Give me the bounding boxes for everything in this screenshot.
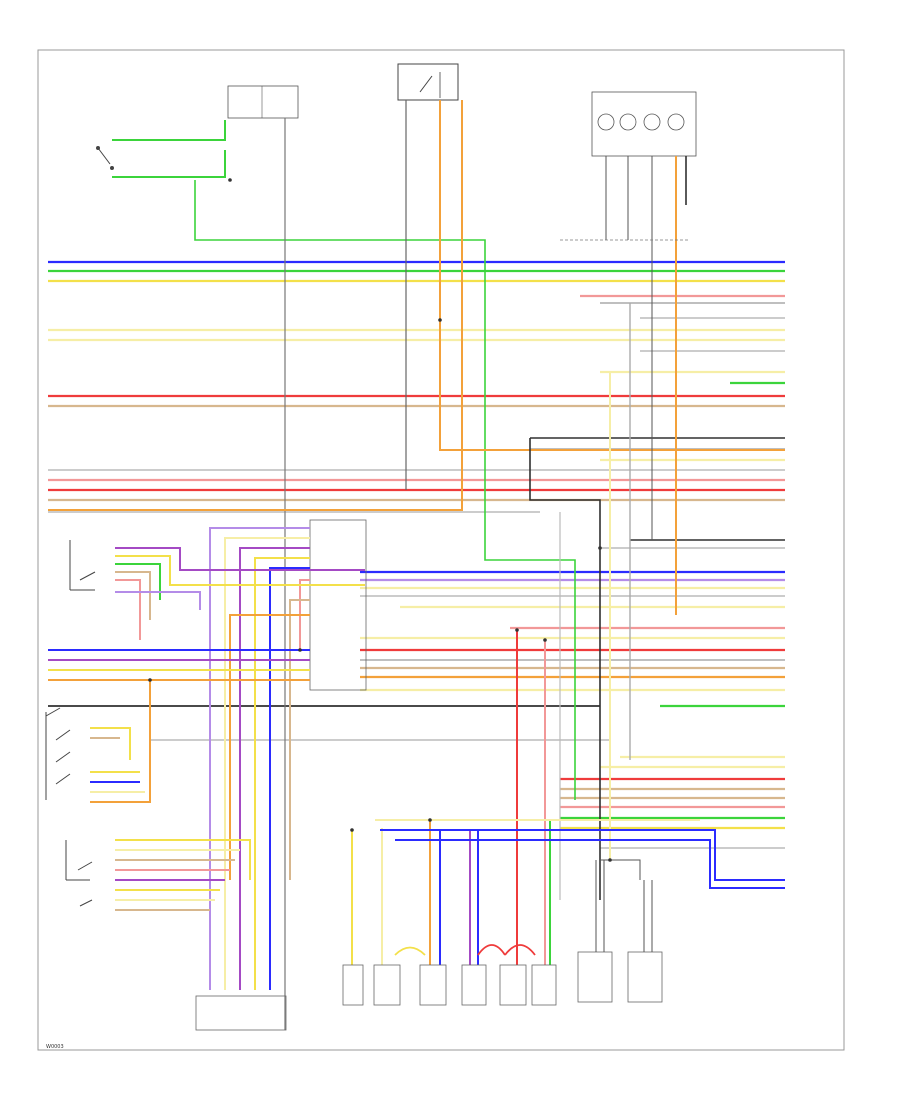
switch-box-top-center bbox=[397, 63, 459, 101]
sensor-4 bbox=[461, 964, 487, 1006]
harness-wires bbox=[48, 260, 785, 849]
sensor-3 bbox=[419, 964, 447, 1006]
diagram-border bbox=[37, 49, 845, 1051]
wire-orange-center-a bbox=[439, 100, 785, 451]
control-unit-wires bbox=[209, 527, 310, 990]
bottom-sensors bbox=[342, 951, 663, 1006]
switch-left-lower bbox=[65, 840, 93, 907]
sensor-1 bbox=[342, 964, 364, 1006]
junction-dots bbox=[148, 178, 612, 862]
sensor-7 bbox=[577, 951, 613, 1003]
switch-left-upper bbox=[69, 540, 96, 591]
wire-green-long bbox=[194, 180, 576, 800]
sensor-link-yellow bbox=[394, 946, 426, 956]
sensor-link-red-2 bbox=[504, 944, 536, 956]
left-mid-bus bbox=[48, 649, 310, 681]
left-middle-wires bbox=[90, 680, 151, 803]
wire-green-top bbox=[112, 120, 226, 141]
right-bottom-connectors bbox=[595, 859, 653, 952]
relay-box-top bbox=[227, 85, 299, 119]
wire-orange-center-b bbox=[48, 100, 463, 511]
footer-code: W0003 bbox=[46, 1044, 64, 1050]
sensor-2 bbox=[373, 964, 401, 1006]
bottom-sensor-wires bbox=[351, 630, 785, 965]
bottom-left-module bbox=[195, 995, 287, 1031]
wire-green-top-2 bbox=[112, 150, 226, 178]
sensor-5 bbox=[499, 964, 527, 1006]
sensor-link-red bbox=[477, 944, 506, 956]
connector-pins bbox=[597, 113, 685, 131]
left-upper-wires bbox=[115, 547, 365, 640]
sensor-8 bbox=[627, 951, 663, 1003]
control-unit-center bbox=[309, 519, 367, 691]
connector-block-top-right bbox=[591, 91, 697, 157]
sensor-6 bbox=[531, 964, 557, 1006]
left-lower-wires bbox=[115, 839, 251, 911]
switch-top-left bbox=[96, 146, 114, 170]
switch-left-middle bbox=[45, 707, 71, 800]
